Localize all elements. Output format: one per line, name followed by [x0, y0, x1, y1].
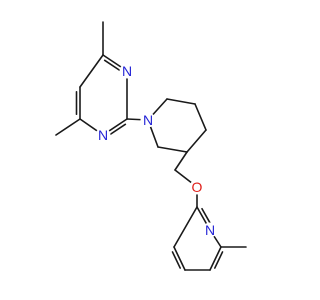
bond-pip-c3-c4: [194, 103, 207, 131]
bond-pip-c5-c6: [157, 146, 188, 153]
atom-n4: N: [202, 222, 218, 238]
bond-py-c3-c2: [173, 206, 198, 248]
atom-label-layer: N N N O N: [95, 63, 218, 238]
molecule-structure: N N N O N: [55, 21, 247, 271]
bond-layer: [55, 21, 247, 271]
bond-py-c4-c3: [173, 246, 186, 271]
atom-n1-label: N: [122, 63, 132, 79]
bond-pip-c4-c5: [186, 129, 207, 153]
bond-py-c2-n-double: [201, 207, 212, 226]
atom-n3-bg: [140, 112, 156, 128]
atom-o1-bg: [189, 179, 205, 195]
atom-n1: N: [119, 63, 135, 79]
molecule-canvas: N N N O N: [55, 21, 247, 271]
bond-methyl-left: [55, 118, 81, 136]
atom-n2-label: N: [98, 127, 108, 143]
bond-pyr-c2-n1-double: [107, 123, 127, 137]
bond-pip-c2-c3: [166, 98, 196, 105]
atom-n2-bg: [95, 127, 111, 143]
atom-n4-bg: [202, 222, 218, 238]
atom-n3: N: [140, 112, 156, 128]
atom-n1-bg: [119, 63, 135, 79]
bond-pyr-c4-n3-double: [103, 59, 123, 73]
atom-n4-label: N: [205, 222, 215, 238]
atom-o1: O: [189, 179, 205, 195]
atom-o1-label: O: [192, 179, 203, 195]
atom-n3-label: N: [143, 112, 153, 128]
bond-py-c6-c5: [209, 246, 222, 271]
bond-py-c4-c3-double: [171, 251, 181, 269]
bond-pip-to-ch2: [174, 151, 188, 171]
bond-py-c6-c5-double: [214, 251, 224, 269]
bond-pyr-c5-c4: [79, 54, 104, 88]
atom-n2: N: [95, 127, 111, 143]
